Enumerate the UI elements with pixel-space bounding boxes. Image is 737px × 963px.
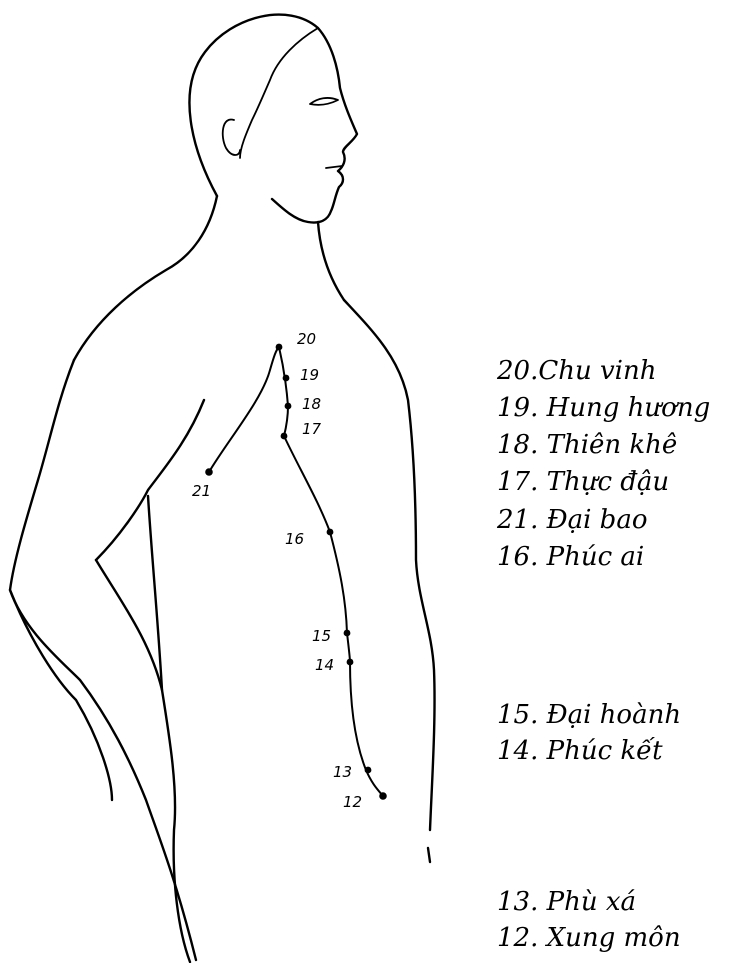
point-18-label: 18 xyxy=(302,395,321,413)
point-19-marker xyxy=(283,375,290,382)
eye-outline xyxy=(310,98,338,105)
point-16-label: 16 xyxy=(285,530,304,548)
legend-item-19: 19. Hung hương xyxy=(497,393,710,423)
point-20-marker xyxy=(276,344,283,351)
arm-outline xyxy=(10,360,196,960)
point-21-label: 21 xyxy=(192,482,211,500)
point-13-label: 13 xyxy=(333,763,352,781)
point-19-label: 19 xyxy=(300,366,319,384)
legend-item-20: 20.Chu vinh xyxy=(497,356,657,386)
point-20-label: 20 xyxy=(297,330,316,348)
front-torso-line xyxy=(344,300,435,830)
point-15-label: 15 xyxy=(312,627,331,645)
legend-item-17: 17. Thực đậu xyxy=(497,467,669,497)
waist-line xyxy=(148,496,190,962)
hairline xyxy=(240,28,318,158)
meridian-path-lower xyxy=(284,436,383,796)
hip-front-line xyxy=(428,848,430,862)
legend-item-16: 16. Phúc ai xyxy=(497,542,644,572)
ear-outline xyxy=(223,119,240,155)
point-13-marker xyxy=(365,767,372,774)
head-outline xyxy=(189,15,357,223)
neck-back-shoulder xyxy=(74,196,217,360)
legend-item-14: 14. Phúc kết xyxy=(497,736,663,766)
point-15-marker xyxy=(344,630,351,637)
point-18-marker xyxy=(285,403,292,410)
legend-item-13: 13. Phù xá xyxy=(497,887,636,917)
mouth-line xyxy=(326,166,342,168)
point-17-label: 17 xyxy=(302,420,322,438)
point-21-marker xyxy=(205,468,213,476)
meridian-path-upper xyxy=(209,347,288,472)
forearm-lower xyxy=(96,560,162,690)
point-12-marker xyxy=(379,792,387,800)
neck-front xyxy=(318,222,344,300)
point-17-marker xyxy=(281,433,288,440)
point-16-marker xyxy=(327,529,334,536)
legend-item-15: 15. Đại hoành xyxy=(497,700,681,730)
point-12-label: 12 xyxy=(343,793,362,811)
legend-item-21: 21. Đại bao xyxy=(497,505,647,535)
point-14-marker xyxy=(347,659,354,666)
legend-item-18: 18. Thiên khê xyxy=(497,430,677,460)
legend-item-12: 12. Xung môn xyxy=(497,923,681,953)
point-14-label: 14 xyxy=(315,656,334,674)
